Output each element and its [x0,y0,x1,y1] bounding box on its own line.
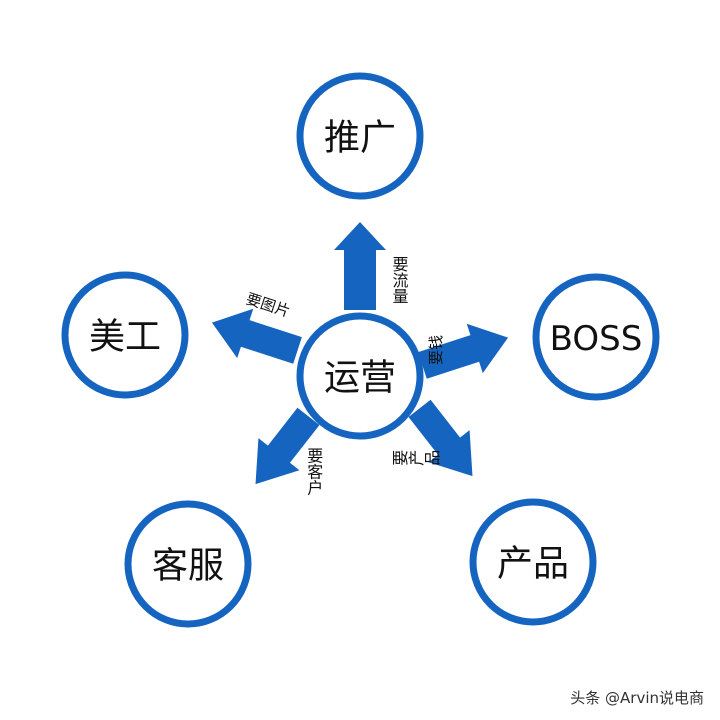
arrow-to-product: 要产品 [392,399,473,477]
node-promotion: 推广 [296,72,424,200]
node-product-ring [469,498,597,626]
arrow-to-promotion: 要流量 [334,222,409,310]
center-node-ring [296,312,424,440]
arrow-shape-art [211,308,302,364]
node-product-label: 产品 [497,544,569,585]
node-promotion-ring [296,72,424,200]
arrow-label-art: 要图片 [244,290,292,321]
node-product: 产品 [469,498,597,626]
node-boss: BOSS [532,273,660,401]
arrow-label-boss: 要钱 [427,335,445,365]
node-customer-service-label: 客服 [152,546,224,587]
arrow-to-boss: 要钱 [418,323,509,379]
arrow-shape-customer-service [255,407,320,485]
node-art-ring [61,271,189,399]
node-art: 美工 [61,271,189,399]
node-promotion-label: 推广 [324,118,396,159]
node-art-label: 美工 [89,317,161,358]
arrow-label-customer-service: 要客户 [304,447,323,495]
center-node-label: 运营 [324,358,396,399]
arrow-label-product: 要产品 [392,450,440,469]
arrow-label-promotion: 要流量 [390,256,409,304]
node-boss-ring [532,273,660,401]
watermark: 头条 @Arvin说电商 [570,689,704,707]
arrow-shape-product [408,399,473,477]
arrow-shape-boss [418,323,509,379]
node-customer-service-ring [124,500,252,628]
node-customer-service: 客服 [124,500,252,628]
arrow-to-customer-service: 要客户 [255,407,323,495]
center-node: 运营 [296,312,424,440]
arrow-to-art: 要图片 [211,290,302,364]
arrow-shape-promotion [334,222,386,310]
node-boss-label: BOSS [550,319,643,359]
